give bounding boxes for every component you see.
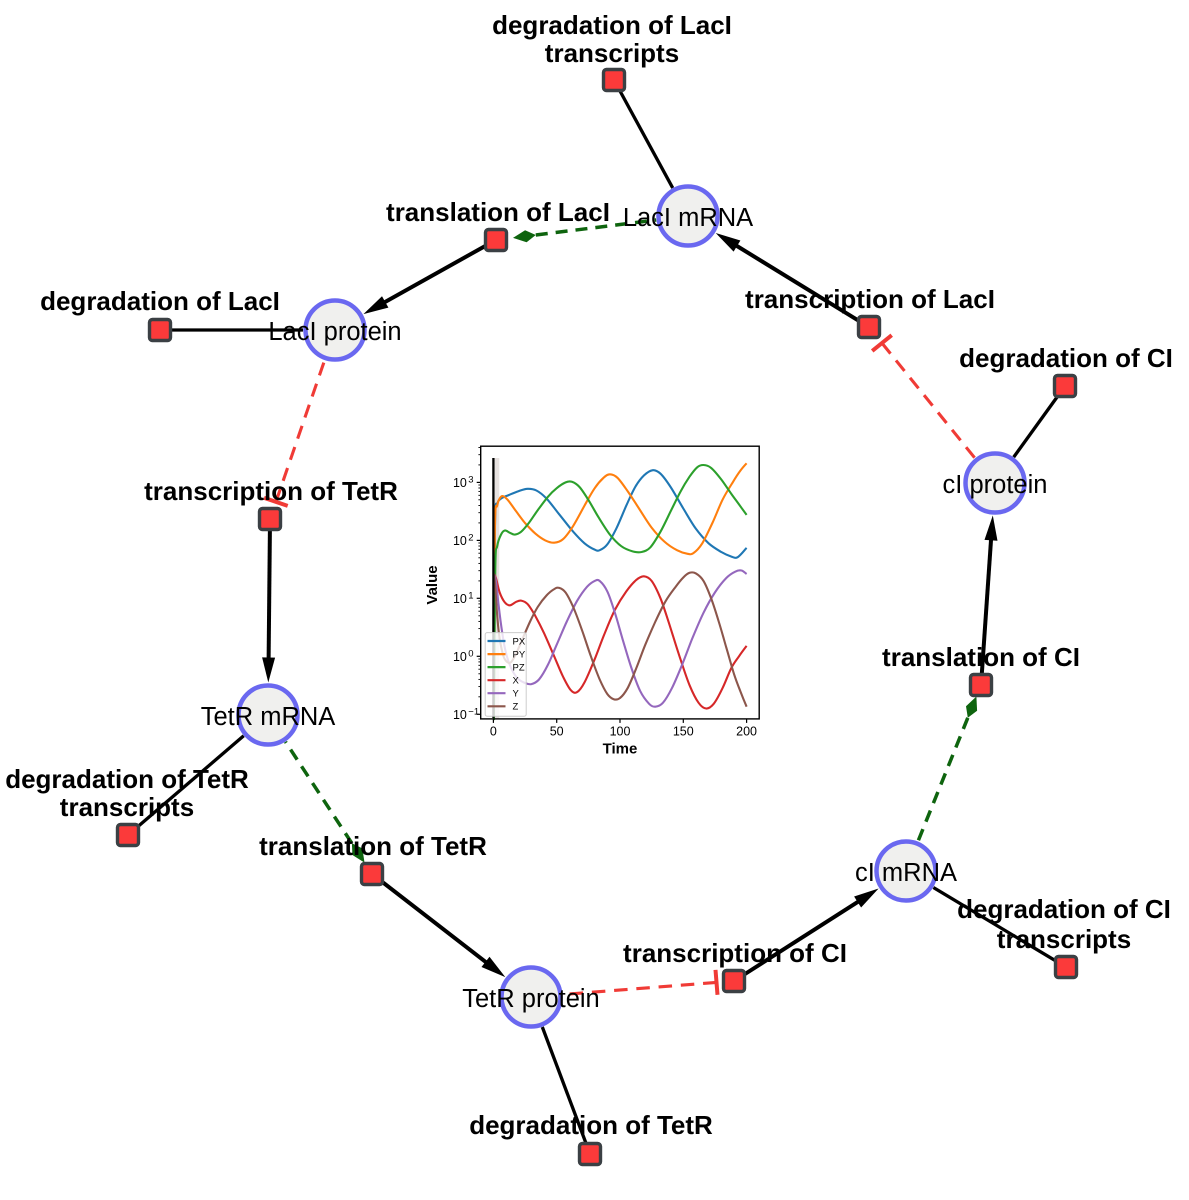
svg-text:Y: Y bbox=[513, 689, 520, 700]
svg-text:degradation of TetR: degradation of TetR bbox=[469, 1110, 713, 1140]
svg-text:100: 100 bbox=[610, 724, 631, 738]
svg-text:0: 0 bbox=[468, 649, 473, 660]
svg-text:transcripts: transcripts bbox=[997, 924, 1131, 954]
svg-text:50: 50 bbox=[550, 724, 564, 738]
svg-text:PZ: PZ bbox=[513, 662, 525, 673]
svg-text:degradation of LacI: degradation of LacI bbox=[492, 10, 732, 40]
svg-text:cI mRNA: cI mRNA bbox=[855, 859, 957, 887]
svg-text:translation of LacI: translation of LacI bbox=[386, 197, 610, 227]
svg-text:transcripts: transcripts bbox=[545, 38, 679, 68]
svg-text:Time: Time bbox=[603, 741, 638, 758]
svg-text:transcription of TetR: transcription of TetR bbox=[144, 476, 398, 506]
svg-text:10: 10 bbox=[453, 534, 467, 548]
svg-text:LacI mRNA: LacI mRNA bbox=[623, 204, 753, 232]
svg-text:degradation of TetR: degradation of TetR bbox=[5, 764, 249, 794]
svg-text:transcription of LacI: transcription of LacI bbox=[745, 284, 995, 314]
svg-text:−1: −1 bbox=[468, 707, 479, 718]
svg-text:TetR mRNA: TetR mRNA bbox=[201, 703, 336, 731]
svg-text:3: 3 bbox=[468, 475, 473, 486]
svg-text:10: 10 bbox=[453, 650, 467, 664]
svg-text:10: 10 bbox=[453, 708, 467, 722]
svg-text:transcripts: transcripts bbox=[60, 792, 194, 822]
svg-text:1: 1 bbox=[468, 591, 473, 602]
svg-text:2: 2 bbox=[468, 533, 473, 544]
svg-text:10: 10 bbox=[453, 592, 467, 606]
svg-text:150: 150 bbox=[673, 724, 694, 738]
svg-text:Z: Z bbox=[513, 702, 519, 713]
svg-text:PX: PX bbox=[513, 636, 526, 647]
svg-text:0: 0 bbox=[490, 724, 497, 738]
svg-text:LacI protein: LacI protein bbox=[268, 318, 401, 346]
svg-text:degradation of LacI: degradation of LacI bbox=[40, 286, 280, 316]
svg-text:PY: PY bbox=[513, 649, 526, 660]
svg-text:transcription of CI: transcription of CI bbox=[623, 938, 847, 968]
svg-text:translation of TetR: translation of TetR bbox=[259, 831, 487, 861]
svg-text:translation of CI: translation of CI bbox=[882, 642, 1080, 672]
svg-text:Value: Value bbox=[424, 565, 441, 604]
svg-text:cI protein: cI protein bbox=[943, 471, 1048, 499]
svg-text:degradation of CI: degradation of CI bbox=[959, 343, 1173, 373]
svg-text:200: 200 bbox=[736, 724, 757, 738]
svg-text:X: X bbox=[513, 676, 520, 687]
svg-text:10: 10 bbox=[453, 476, 467, 490]
svg-text:degradation of CI: degradation of CI bbox=[957, 894, 1171, 924]
svg-text:TetR protein: TetR protein bbox=[462, 985, 600, 1013]
